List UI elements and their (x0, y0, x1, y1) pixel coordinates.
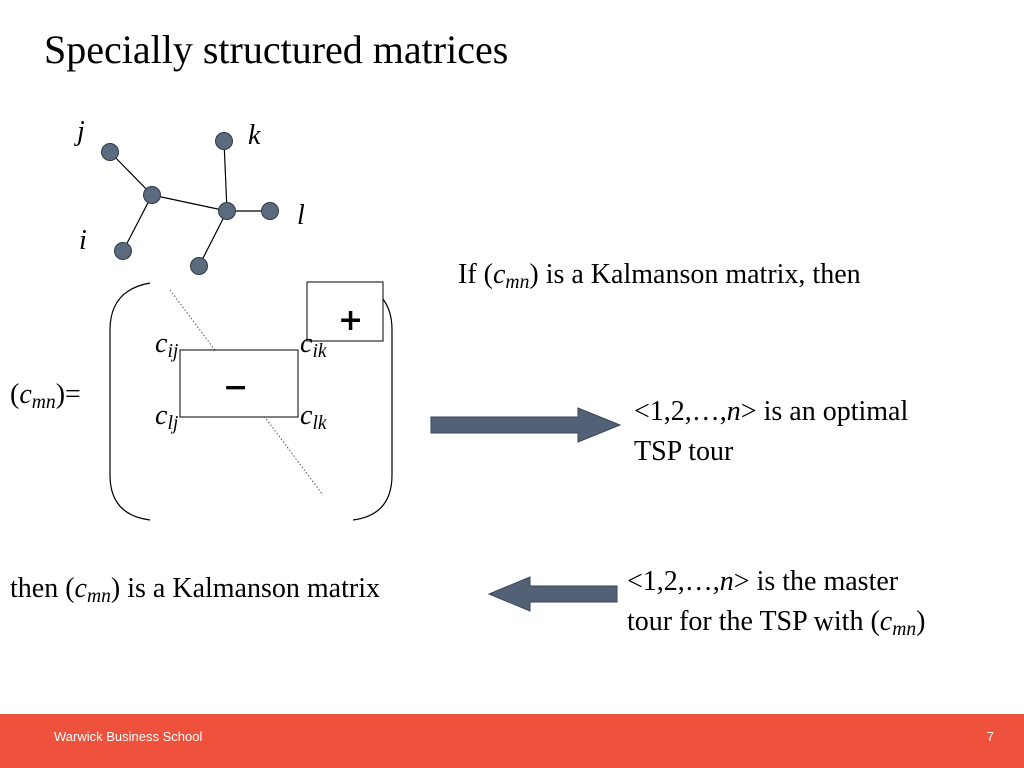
matrix-figure (109, 281, 393, 521)
label-i: i (79, 225, 87, 256)
matrix-left-bracket (109, 282, 151, 521)
statement-master-tour: <1,2,…,n> is the master (627, 566, 899, 597)
matrix-lhs: (cmn)= (10, 379, 81, 413)
edge (198, 210, 228, 267)
matrix-diagonal (169, 289, 324, 496)
entry-c-ij: cij (155, 328, 179, 362)
plus-box (306, 281, 384, 342)
footer-school: Warwick Business School (54, 729, 203, 744)
node-k (215, 132, 233, 150)
minus-box (179, 349, 299, 418)
statement-if-kalmanson: If (cmn) is a Kalmanson matrix, then (458, 259, 861, 293)
entry-c-lj: clj (155, 400, 179, 434)
node-l (261, 202, 279, 220)
label-k: k (248, 120, 261, 151)
statement-optimal-tour-line2: TSP tour (634, 436, 734, 467)
page-title: Specially structured matrices (44, 27, 509, 72)
edge (151, 194, 228, 212)
edge (109, 151, 153, 196)
entry-c-ik: cik (300, 328, 327, 362)
edge (223, 140, 228, 212)
arrow-right (430, 407, 622, 443)
statement-master-tour-line2: tour for the TSP with (cmn) (627, 606, 926, 640)
node-bottom (190, 257, 208, 275)
statement-optimal-tour: <1,2,…,n> is an optimal (634, 396, 909, 427)
page-number: 7 (986, 729, 994, 744)
footer-bar (0, 714, 1024, 768)
minus-sign: − (223, 370, 249, 405)
node-j (101, 143, 119, 161)
statement-then-kalmanson: then (cmn) is a Kalmanson matrix (10, 573, 380, 607)
label-l: l (297, 200, 305, 231)
tree-graph (101, 132, 279, 275)
label-j: j (77, 116, 85, 147)
edge (122, 194, 153, 252)
node-center-right (218, 202, 236, 220)
node-i (114, 242, 132, 260)
entry-c-lk: clk (300, 400, 327, 434)
node-center-left (143, 186, 161, 204)
plus-sign: + (338, 303, 364, 338)
arrow-left (487, 576, 618, 612)
